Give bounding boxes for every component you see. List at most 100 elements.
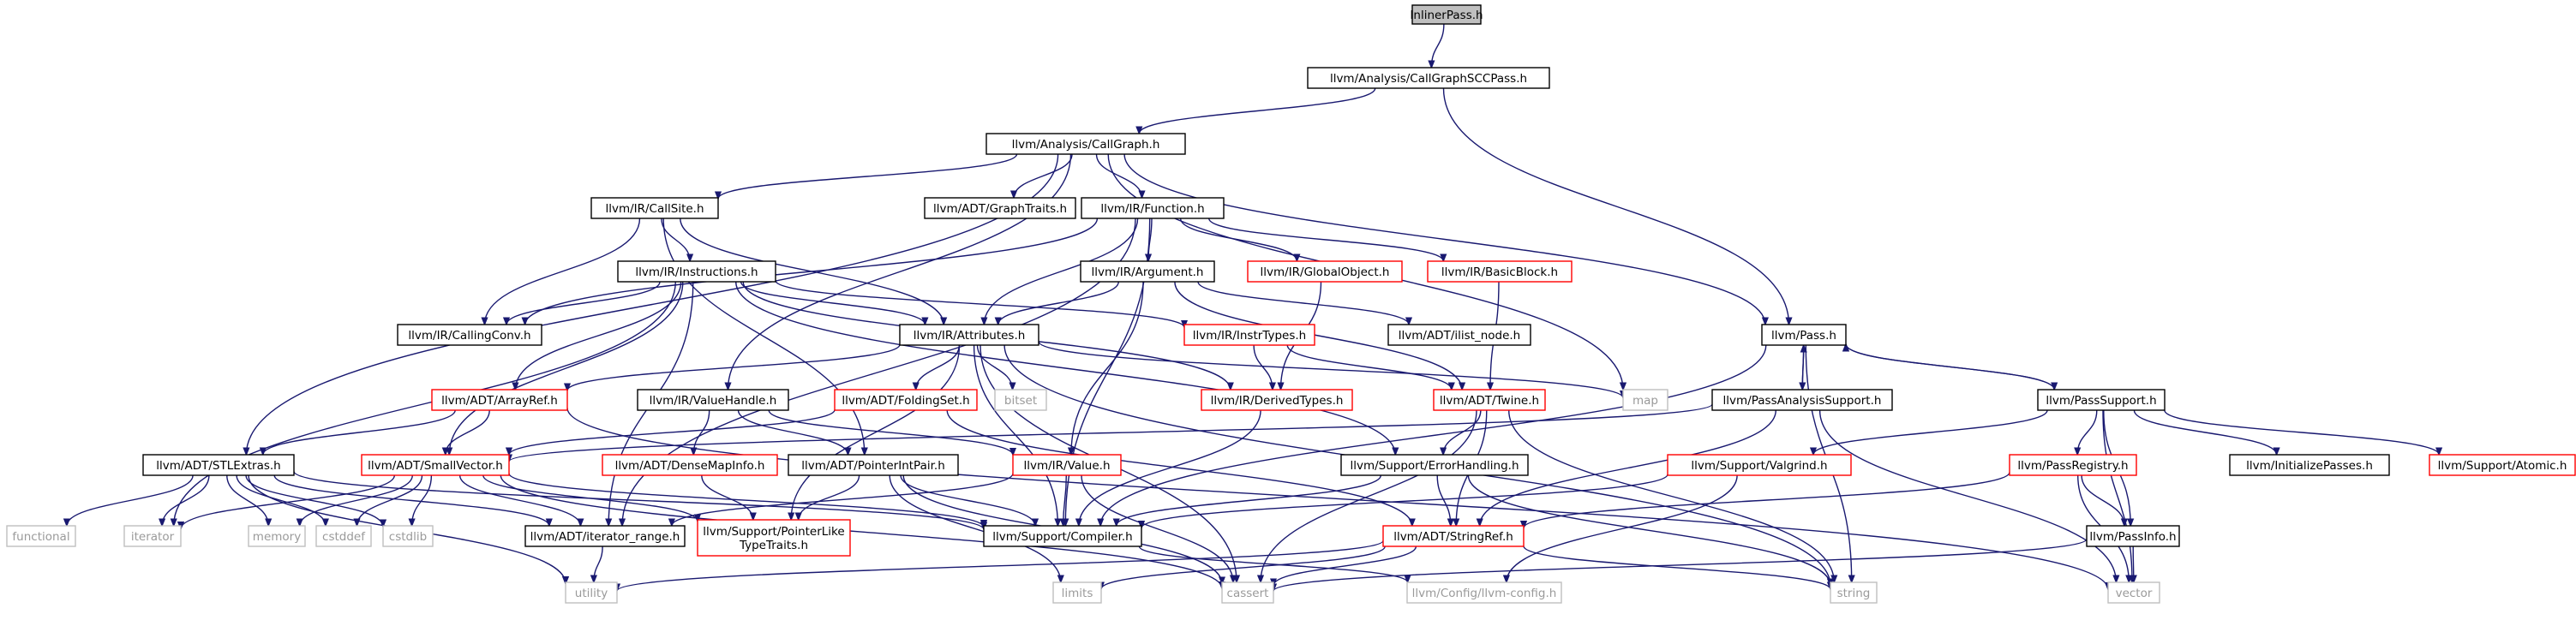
node-box [1387, 324, 1531, 346]
node-passregistry[interactable]: llvm/PassRegistry.h [2009, 454, 2137, 476]
node-compiler[interactable]: llvm/Support/Compiler.h [983, 525, 1142, 547]
node-basicblock[interactable]: llvm/IR/BasicBlock.h [1427, 260, 1573, 283]
node-value[interactable]: llvm/IR/Value.h [1012, 454, 1122, 476]
node-box [382, 525, 434, 547]
node-instructions[interactable]: llvm/IR/Instructions.h [617, 260, 776, 283]
node-box [248, 525, 306, 547]
node-string: string [1830, 581, 1878, 604]
edge-derivedtypes-to-compiler [1079, 409, 1261, 526]
node-densemapinfo[interactable]: llvm/ADT/DenseMapInfo.h [602, 454, 778, 476]
node-box [1081, 197, 1225, 219]
node-passinfo[interactable]: llvm/PassInfo.h [2086, 525, 2180, 547]
node-valuehandle[interactable]: llvm/IR/ValueHandle.h [637, 389, 789, 411]
node-box [834, 389, 978, 411]
edge-smallvector-to-compiler [508, 473, 984, 528]
node-twine[interactable]: llvm/ADT/Twine.h [1433, 389, 1546, 411]
node-graphtraits[interactable]: llvm/ADT/GraphTraits.h [924, 197, 1076, 219]
node-box [985, 133, 1186, 155]
edge-arrayref-to-stlextras [263, 409, 456, 455]
node-passsupport[interactable]: llvm/PassSupport.h [2037, 389, 2166, 411]
edge-argument-to-ilistnode [1197, 281, 1409, 325]
node-valgrind[interactable]: llvm/Support/Valgrind.h [1667, 454, 1852, 476]
node-box [602, 454, 778, 476]
edge-attributes-to-arrayref [567, 343, 901, 390]
node-iterator: iterator [123, 525, 182, 547]
node-instrtypes[interactable]: llvm/IR/InstrTypes.h [1183, 324, 1315, 346]
node-atomic[interactable]: llvm/Support/Atomic.h [2429, 454, 2576, 476]
node-globalobject[interactable]: llvm/IR/GlobalObject.h [1247, 260, 1403, 283]
node-label: llvm/IR/CallingConv.h [408, 329, 530, 343]
node-label: llvm/IR/CallSite.h [605, 202, 704, 216]
node-box [2009, 454, 2137, 476]
edge-valuehandle-to-pointerintpair [737, 409, 848, 455]
node-label: llvm/IR/Attributes.h [914, 329, 1026, 343]
edge-smallvector-to-pointerlike [482, 474, 698, 522]
node-attributes[interactable]: llvm/IR/Attributes.h [899, 324, 1039, 346]
node-label: iterator [131, 530, 175, 544]
edge-passsupport-to-initializepasses [2133, 409, 2276, 455]
node-box [1761, 324, 1847, 346]
node-label: llvm/Support/Atomic.h [2438, 459, 2567, 473]
edge-instructions-to-arrayref [515, 281, 682, 390]
node-box [1667, 454, 1852, 476]
node-box [1433, 389, 1546, 411]
edge-pass-to-compiler [1100, 344, 1767, 526]
node-derivedtypes[interactable]: llvm/IR/DerivedTypes.h [1201, 389, 1353, 411]
node-arrayref[interactable]: llvm/ADT/ArrayRef.h [431, 389, 568, 411]
node-ilistnode[interactable]: llvm/ADT/ilist_node.h [1387, 324, 1531, 346]
edge-foldingset-to-smallvector [509, 409, 836, 456]
node-box [2086, 525, 2180, 547]
edge-instructions-to-attributes [740, 281, 926, 325]
node-pass[interactable]: llvm/Pass.h [1761, 324, 1847, 346]
edge-smallvector-to-cstddef [357, 474, 423, 526]
edge-smallvector-to-cassert [500, 474, 1222, 588]
node-label: llvm/PassSupport.h [2046, 394, 2156, 408]
node-pointerintpair[interactable]: llvm/ADT/PointerIntPair.h [788, 454, 959, 476]
node-box [1830, 581, 1878, 604]
node-initializepasses[interactable]: llvm/InitializePasses.h [2229, 454, 2390, 476]
node-foldingset[interactable]: llvm/ADT/FoldingSet.h [834, 389, 978, 411]
edge-instructions-to-callingconv [506, 281, 661, 325]
edge-callsite-to-callingconv [485, 218, 641, 325]
node-inliner[interactable]: InlinerPass.h [1410, 4, 1483, 25]
node-iteratorrange[interactable]: llvm/ADT/iterator_range.h [524, 525, 686, 547]
node-box [1622, 389, 1668, 411]
edge-argument-to-value [1071, 281, 1144, 455]
node-callingconv[interactable]: llvm/IR/CallingConv.h [397, 324, 542, 346]
edge-attributes-to-pointerlike [791, 344, 961, 520]
edge-function-to-basicblock [1208, 218, 1444, 261]
node-smallvector[interactable]: llvm/ADT/SmallVector.h [361, 454, 510, 476]
node-label: llvm/Support/PointerLike [703, 525, 844, 539]
edge-function-to-callingconv [525, 218, 1099, 325]
edge-attributes-to-compiler [973, 344, 1058, 526]
edge-twine-to-string [1508, 409, 1835, 582]
node-map: map [1622, 389, 1668, 411]
node-label: llvm/IR/Argument.h [1092, 265, 1204, 279]
node-box [1411, 4, 1482, 25]
node-callgraph[interactable]: llvm/Analysis/CallGraph.h [985, 133, 1186, 155]
edge-errorhandling-to-string [1467, 474, 1830, 586]
edge-arrayref-to-vector [566, 408, 2108, 589]
node-label: llvm/IR/ValueHandle.h [650, 394, 777, 408]
node-label: llvm/ADT/SmallVector.h [368, 459, 503, 473]
node-label: string [1837, 587, 1871, 600]
node-label: llvm/ADT/StringRef.h [1393, 530, 1513, 544]
node-stringref[interactable]: llvm/ADT/StringRef.h [1382, 525, 1525, 547]
node-callsite[interactable]: llvm/IR/CallSite.h [590, 197, 719, 219]
edge-passinfo-to-cassert [1273, 538, 2088, 592]
node-argument[interactable]: llvm/IR/Argument.h [1080, 260, 1215, 283]
node-label: llvm/IR/DerivedTypes.h [1211, 394, 1344, 408]
node-errorhandling[interactable]: llvm/Support/ErrorHandling.h [1340, 454, 1529, 476]
edge-stlextras-to-memory [226, 474, 268, 526]
node-function[interactable]: llvm/IR/Function.h [1081, 197, 1225, 219]
node-cgscc[interactable]: llvm/Analysis/CallGraphSCCPass.h [1307, 67, 1550, 89]
node-passanalysis[interactable]: llvm/PassAnalysisSupport.h [1711, 389, 1893, 411]
node-stlextras[interactable]: llvm/ADT/STLExtras.h [142, 454, 295, 476]
node-label: llvm/IR/BasicBlock.h [1441, 265, 1558, 279]
node-box [697, 519, 851, 557]
node-cstdlib: cstdlib [382, 525, 434, 547]
edge-callsite-to-pointerintpair [662, 218, 865, 455]
node-label: llvm/Support/Compiler.h [992, 530, 1132, 544]
